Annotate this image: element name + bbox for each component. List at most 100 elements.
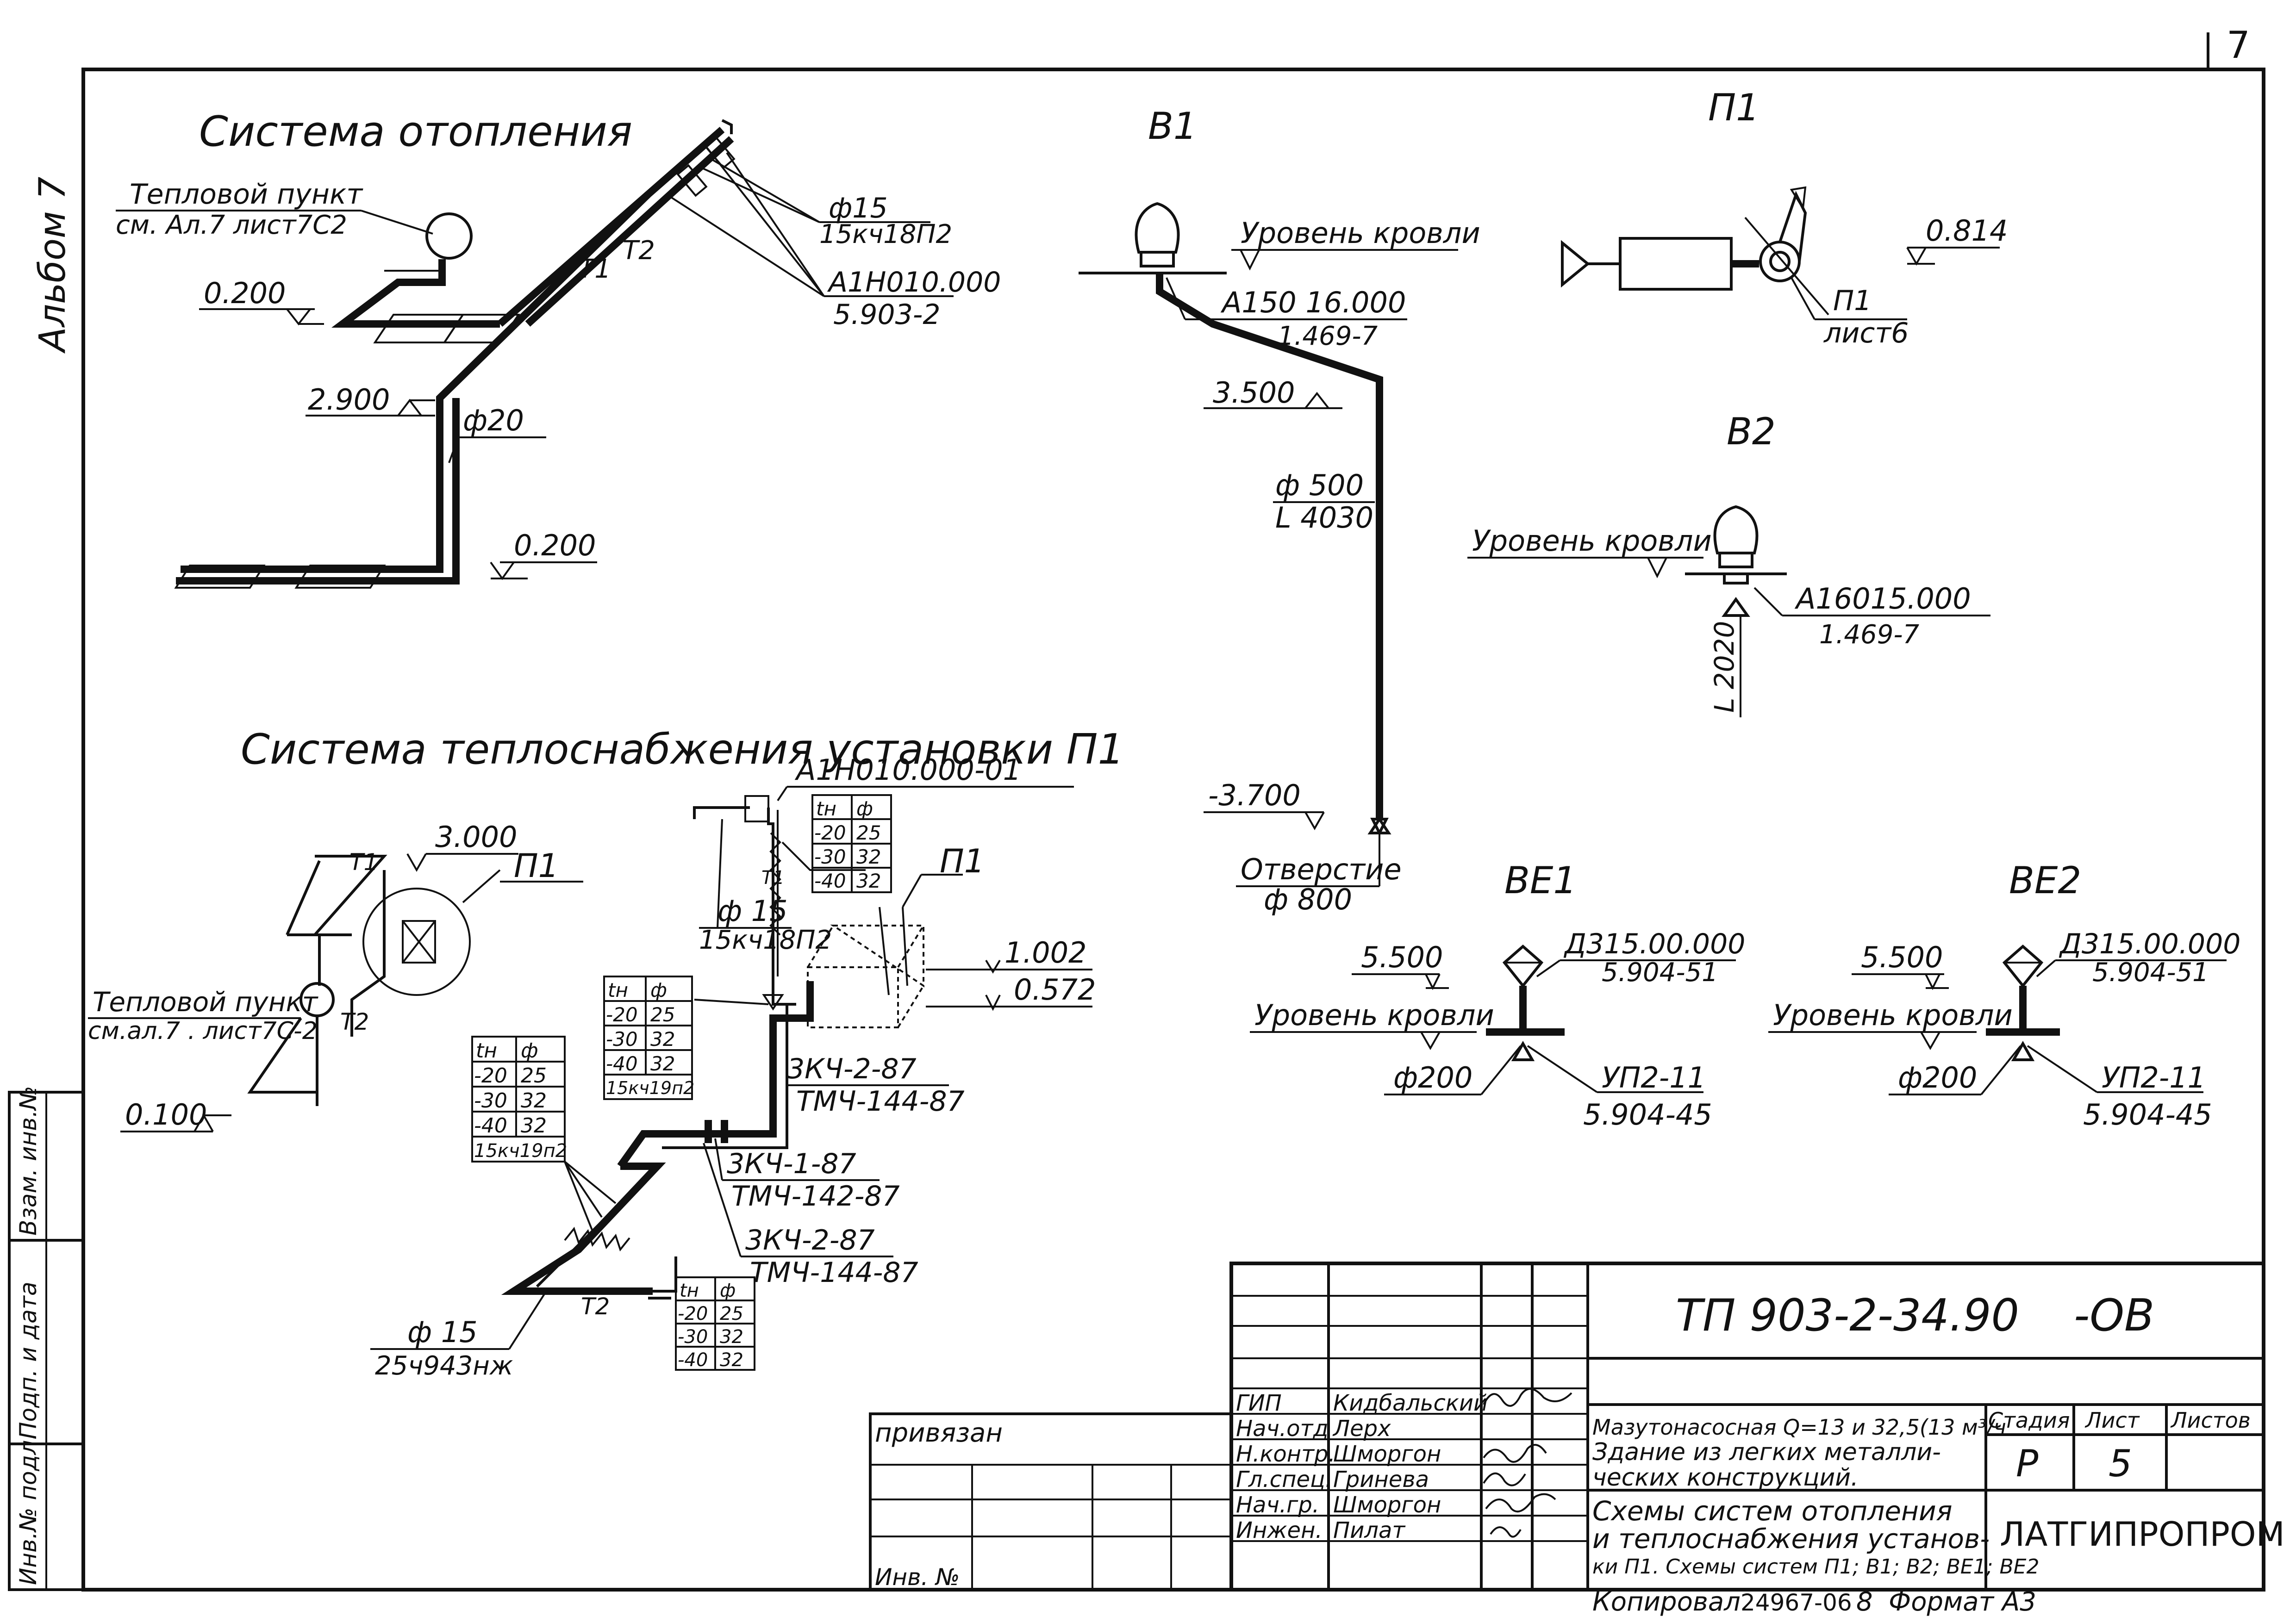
- stamp-order-n: 8: [1856, 1587, 1873, 1617]
- t4-r1-d: 25: [720, 1303, 743, 1325]
- t3-head-d: ф: [521, 1039, 538, 1063]
- stamp-desc-2: Здание из легких металли-: [1592, 1438, 1941, 1466]
- b1-roof: Уровень кровли: [1241, 216, 1480, 250]
- t4-r2-t: -30: [678, 1326, 708, 1348]
- stamp-inv: Инв. №: [875, 1564, 960, 1591]
- t4-r2-d: 32: [720, 1326, 743, 1348]
- supply-valve-d: ф 15: [718, 894, 788, 928]
- system-b1: В1 Уровень кровли А150 16.000 1.469-7 3.…: [1079, 105, 1480, 916]
- heating-mark-top: 0.200: [204, 276, 286, 310]
- t4-r3-t: -40: [678, 1349, 708, 1371]
- stamp-name-2: Лерх: [1332, 1416, 1391, 1442]
- p1-mark: 0.814: [1926, 214, 2008, 248]
- album-label: Альбом 7: [32, 177, 74, 354]
- stamp-doc-suffix: -ОВ: [2074, 1290, 2154, 1341]
- heating-title: Система отопления: [199, 107, 632, 156]
- b1-mark-neg: -3.700: [1208, 778, 1301, 812]
- t4-head-d: ф: [720, 1280, 736, 1301]
- stamp-desc-1: Мазутонасосная Q=13 и 32,5(13 м³/ч: [1592, 1415, 2006, 1440]
- p1-title: П1: [1708, 86, 1759, 129]
- be2-series: 5.904-51: [2092, 958, 2209, 988]
- t1-r1-t: -20: [814, 821, 846, 844]
- stamp-name-6: Пилат: [1333, 1517, 1406, 1543]
- supply-t2-bottom: Т2: [581, 1293, 610, 1320]
- t3-r4: 15кч19п2: [474, 1140, 567, 1162]
- be1-title: ВЕ1: [1504, 859, 1577, 902]
- be2-title: ВЕ2: [2009, 859, 2081, 902]
- t2-r1-d: 25: [650, 1003, 675, 1026]
- title-block: привязан Инв. № ГИП Нач.отд Н.контр. Гл.…: [869, 1262, 2285, 1617]
- supply-ref-tm4-142: ТМЧ-142-87: [731, 1180, 900, 1213]
- t1-r2-t: -30: [814, 846, 846, 868]
- supply-valve-bottom-d: ф 15: [407, 1315, 478, 1349]
- supply-ref-3k4-2a: 3КЧ-2-87: [787, 1053, 917, 1085]
- stamp-role-6: Инжен.: [1236, 1517, 1323, 1543]
- stamp-doc-code: ТП 903-2-34.90: [1676, 1290, 2019, 1341]
- heating-heat-point: Тепловой пункт: [130, 178, 363, 211]
- supply-heat-point-ref: см.ал.7 . лист7С-2: [88, 1017, 318, 1045]
- side-inv-podl: Инв.№ подл.: [15, 1433, 42, 1585]
- stamp-role-4: Гл.спец.: [1236, 1467, 1332, 1492]
- supply-ref-3k4-1: 3КЧ-1-87: [727, 1148, 856, 1180]
- t3-r1-t: -20: [474, 1064, 507, 1088]
- table-3: tн ф -20 25 -30 32 -40 32 15кч19п2: [471, 1036, 567, 1163]
- b2-series: 1.469-7: [1819, 620, 1920, 650]
- system-b2: В2 Уровень кровли А16015.000 1.469-7 L 2…: [1467, 410, 1990, 717]
- t2-r2-d: 32: [650, 1028, 675, 1051]
- stamp-role-2: Нач.отд: [1236, 1416, 1329, 1442]
- stamp-role-3: Н.контр.: [1236, 1441, 1335, 1467]
- t2-r2-t: -30: [606, 1028, 638, 1051]
- supply-t2: Т2: [340, 1008, 369, 1035]
- supply-system: Система теплоснабжения установки П1 3.00…: [88, 725, 1124, 1381]
- t1-head-d: ф: [856, 797, 873, 820]
- stamp-sheet-h: Лист: [2084, 1408, 2140, 1433]
- supply-ref-3k4-2b: 3КЧ-2-87: [745, 1224, 875, 1256]
- heating-support-code: А1Н010.000: [827, 266, 1001, 298]
- heating-system: Система отопления Тепловой пункт см. Ал.…: [116, 107, 1001, 589]
- b1-code: А150 16.000: [1220, 286, 1406, 319]
- heating-valve-type: 15кч18П2: [819, 219, 952, 249]
- b2-deflector-icon: [1713, 505, 1759, 554]
- be1-code: Д315.00.000: [1563, 928, 1745, 960]
- be2-diam: ф200: [1898, 1061, 1977, 1094]
- b1-hole-d: ф 800: [1264, 883, 1352, 916]
- heating-valve-d: ф15: [829, 192, 888, 224]
- heating-support-series: 5.903-2: [833, 298, 941, 331]
- side-vzam-inv: Взам. инв.№: [15, 1086, 42, 1236]
- stamp-sheet-title-2: и теплоснабжения установ-: [1592, 1523, 1990, 1555]
- be2-roof: Уровень кровли: [1773, 998, 2013, 1032]
- table-2: tн ф -20 25 -30 32 -40 32 15кч19п2: [603, 976, 694, 1100]
- stamp-name-5: Шморгон: [1333, 1492, 1441, 1518]
- b1-deflector-icon: [1135, 202, 1180, 254]
- heating-t2: Т2: [623, 236, 655, 266]
- be2-up-series: 5.904-45: [2083, 1098, 2212, 1132]
- be1-diam: ф200: [1393, 1061, 1472, 1094]
- t3-head-tn: tн: [476, 1039, 497, 1063]
- t2-head-d: ф: [650, 979, 667, 1001]
- stamp-role-5: Нач.гр.: [1236, 1492, 1319, 1518]
- system-p1: П1 0.814 П1 лист6: [1561, 86, 2008, 349]
- supply-unit-circle: [362, 888, 471, 996]
- side-stamp: Инв.№ подл. Подп. и дата Взам. инв.№: [8, 1086, 85, 1591]
- stamp-name-4: Гринева: [1333, 1467, 1429, 1492]
- stamp-sheet-title-1: Схемы систем отопления: [1592, 1495, 1953, 1527]
- supply-mark-0100: 0.100: [125, 1098, 207, 1132]
- b1-title: В1: [1148, 105, 1197, 148]
- supply-t1: Т1: [349, 849, 378, 876]
- be2-code: Д315.00.000: [2059, 928, 2240, 960]
- t2-r1-t: -20: [606, 1003, 638, 1026]
- be2-up: УП2-11: [2102, 1061, 2206, 1094]
- system-be2: ВЕ2 5.500 Уровень кровли Д315.00.000 5.9…: [1768, 859, 2240, 1132]
- t1-r1-d: 25: [856, 821, 881, 844]
- t2-r3-d: 32: [650, 1052, 675, 1075]
- be2-mark: 5.500: [1861, 940, 1943, 974]
- supply-title: Система теплоснабжения установки П1: [241, 725, 1124, 774]
- b2-length: L 2020: [1709, 621, 1740, 713]
- t1-r2-d: 32: [856, 846, 881, 868]
- p1-unit-box: [1619, 237, 1733, 291]
- t1-head-tn: tн: [816, 797, 836, 820]
- supply-mark-3000: 3.000: [435, 820, 518, 854]
- p1-ref-title: П1: [1833, 285, 1872, 317]
- stamp-copied: Копировал: [1592, 1587, 1741, 1617]
- heating-t1: Т1: [579, 254, 611, 284]
